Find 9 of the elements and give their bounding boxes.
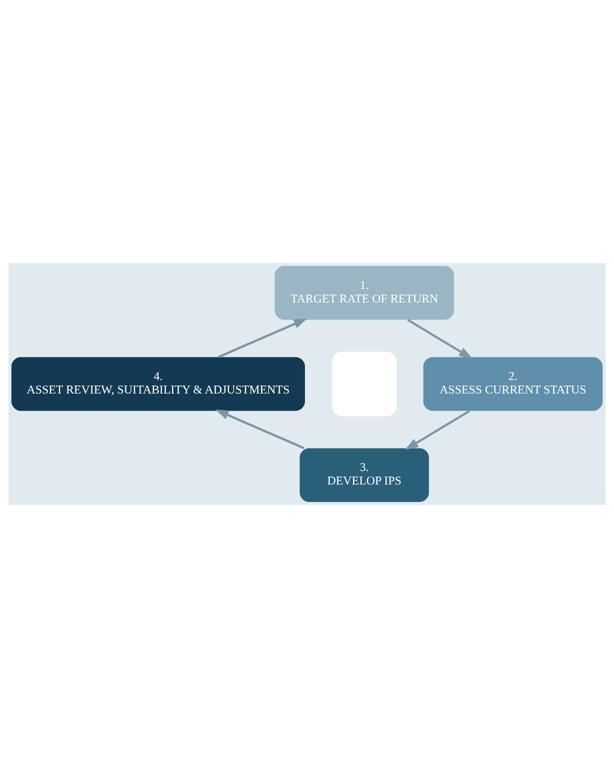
node-box: 1. TARGET RATE OF RETURN bbox=[274, 266, 454, 320]
node-box bbox=[332, 352, 396, 416]
arrow bbox=[407, 318, 472, 359]
node-box: 3. DEVELOP IPS bbox=[300, 448, 429, 502]
node-box: 4. ASSET REVIEW, SUITABILITY & ADJUSTMENTS bbox=[11, 357, 305, 411]
arrow bbox=[215, 410, 305, 450]
arrow bbox=[218, 318, 308, 358]
arrow bbox=[404, 410, 470, 450]
node-box: 2. ASSESS CURRENT STATUS bbox=[423, 357, 603, 411]
